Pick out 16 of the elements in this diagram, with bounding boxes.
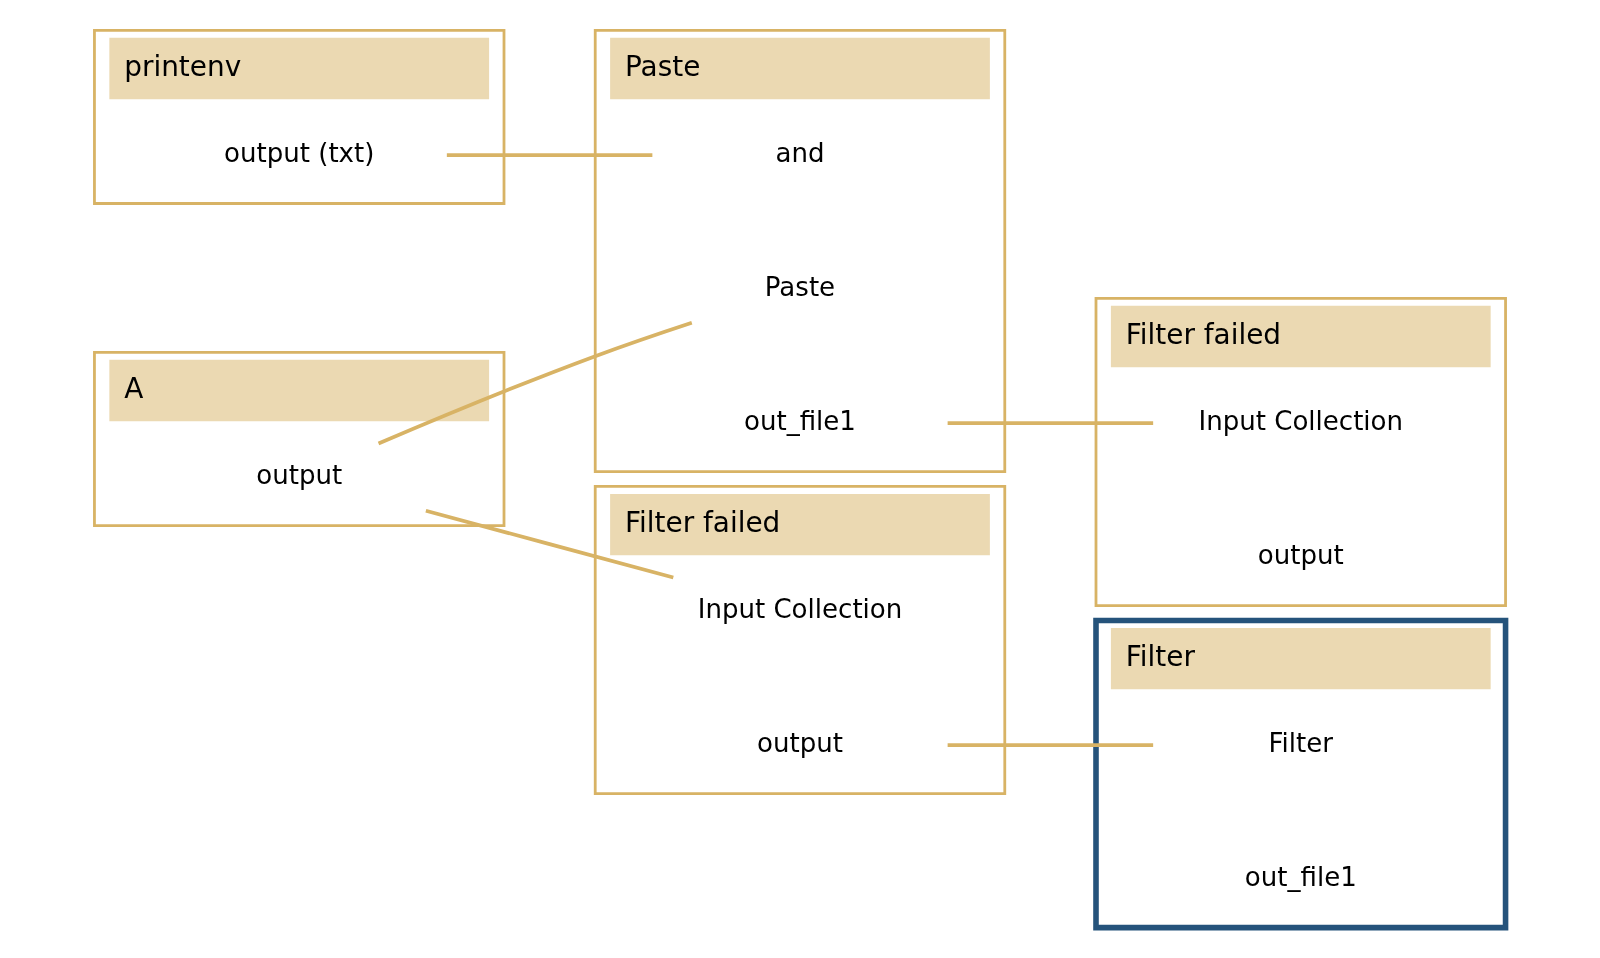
node-text: output [1257, 540, 1344, 571]
node-text: out_file1 [744, 406, 856, 437]
connector [377, 320, 693, 446]
node-text: Paste [764, 272, 836, 302]
node-text: Input Collection [1198, 406, 1404, 437]
connector [446, 153, 653, 157]
connector [947, 421, 1154, 425]
node-text: output (txt) [224, 137, 375, 168]
node-text: Input Collection [697, 594, 903, 625]
node-text: out_file1 [1244, 862, 1357, 893]
node-text: output [256, 460, 343, 491]
connector [425, 509, 674, 580]
node-text: output [757, 728, 843, 759]
connector [947, 743, 1154, 748]
node-text: and [775, 137, 825, 168]
node-text: Filter [1268, 728, 1334, 759]
